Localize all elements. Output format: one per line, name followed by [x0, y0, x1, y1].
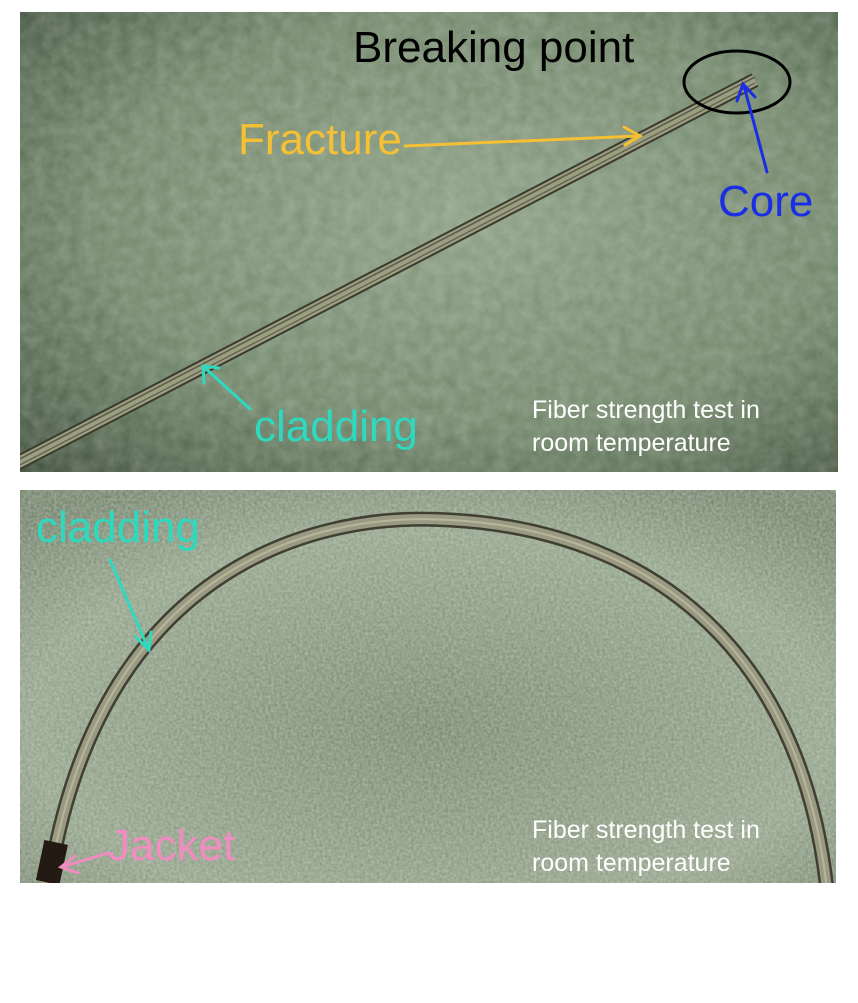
core-arrow: [735, 81, 769, 174]
breaking-point-label: Breaking point: [353, 23, 635, 72]
caption-bottom-line2: room temperature: [532, 848, 731, 877]
caption-bottom: Fiber strength test in room temperature: [532, 814, 760, 879]
cladding-arrow-bottom: [108, 558, 153, 654]
fracture-label: Fracture: [238, 115, 402, 164]
caption-top-line2: room temperature: [532, 428, 731, 457]
top-photo: [20, 12, 838, 472]
bottom-photo: [20, 490, 836, 883]
cladding-label-bottom: cladding: [36, 503, 200, 552]
cladding-label-top: cladding: [254, 402, 418, 451]
curved-fiber: [47, 511, 834, 883]
jacket-label: Jacket: [108, 821, 236, 870]
bottom-photo-grain: [20, 490, 836, 883]
jacket-piece: [35, 839, 68, 883]
caption-top-line1: Fiber strength test in: [532, 396, 760, 424]
breaking-point-ellipse: [682, 49, 792, 115]
core-label: Core: [718, 177, 814, 226]
bottom-photo-panel: cladding Jacket Fiber strength test in r…: [20, 490, 836, 883]
fracture-arrow: [403, 125, 643, 148]
jacket-arrow: [57, 851, 110, 875]
top-photo-panel: Breaking point Fracture Core cladding Fi…: [20, 12, 838, 472]
caption-bottom-line1: Fiber strength test in: [532, 816, 760, 844]
caption-top: Fiber strength test in room temperature: [532, 394, 760, 459]
cladding-arrow-top: [201, 364, 252, 411]
